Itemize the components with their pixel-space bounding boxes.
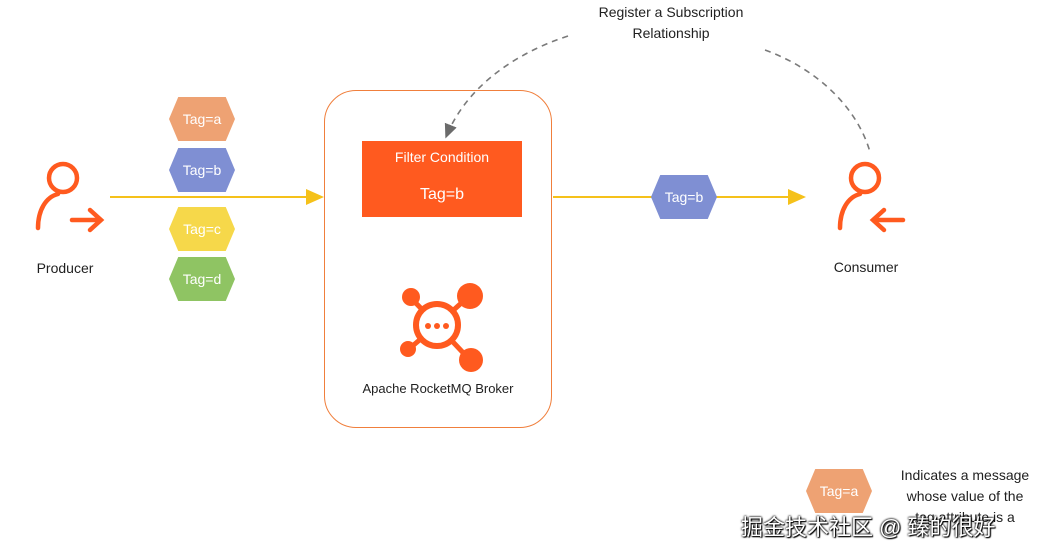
tag-c-hexagon: Tag=c <box>169 207 235 251</box>
filter-condition-tag: Tag=b <box>419 186 465 203</box>
user-receive-icon <box>837 161 906 233</box>
broker-label: Apache RocketMQ Broker <box>362 381 514 396</box>
producer-label: Producer <box>36 260 94 276</box>
watermark: 掘金技术社区 @ 臻的很好 <box>741 515 996 540</box>
legend-text-line2: whose value of the <box>906 488 1024 504</box>
legend-text-line3: tag attribute is a <box>915 509 1015 525</box>
tag-d-hexagon: Tag=d <box>169 257 235 301</box>
subscription-dashed-curve <box>764 49 871 153</box>
user-send-icon <box>35 161 105 233</box>
consumer-label: Consumer <box>833 259 899 275</box>
tag-a-hexagon: Tag=a <box>169 97 235 141</box>
rocketmq-logo-icon <box>400 283 483 372</box>
delivered-tag-hexagon: Tag=b <box>651 175 717 219</box>
legend-text-line1: Indicates a message <box>900 467 1030 483</box>
filter-condition-title: Filter Condition <box>394 149 490 165</box>
subscription-label-line1: Register a Subscription <box>598 4 744 20</box>
tag-b-hexagon: Tag=b <box>169 148 235 192</box>
legend-tag-hexagon: Tag=a <box>806 469 872 513</box>
broker-container <box>324 90 552 428</box>
filter-condition-box: Filter Condition Tag=b <box>362 141 522 217</box>
subscription-label-line2: Relationship <box>632 25 710 41</box>
subscription-dashed-arrow <box>444 35 569 139</box>
